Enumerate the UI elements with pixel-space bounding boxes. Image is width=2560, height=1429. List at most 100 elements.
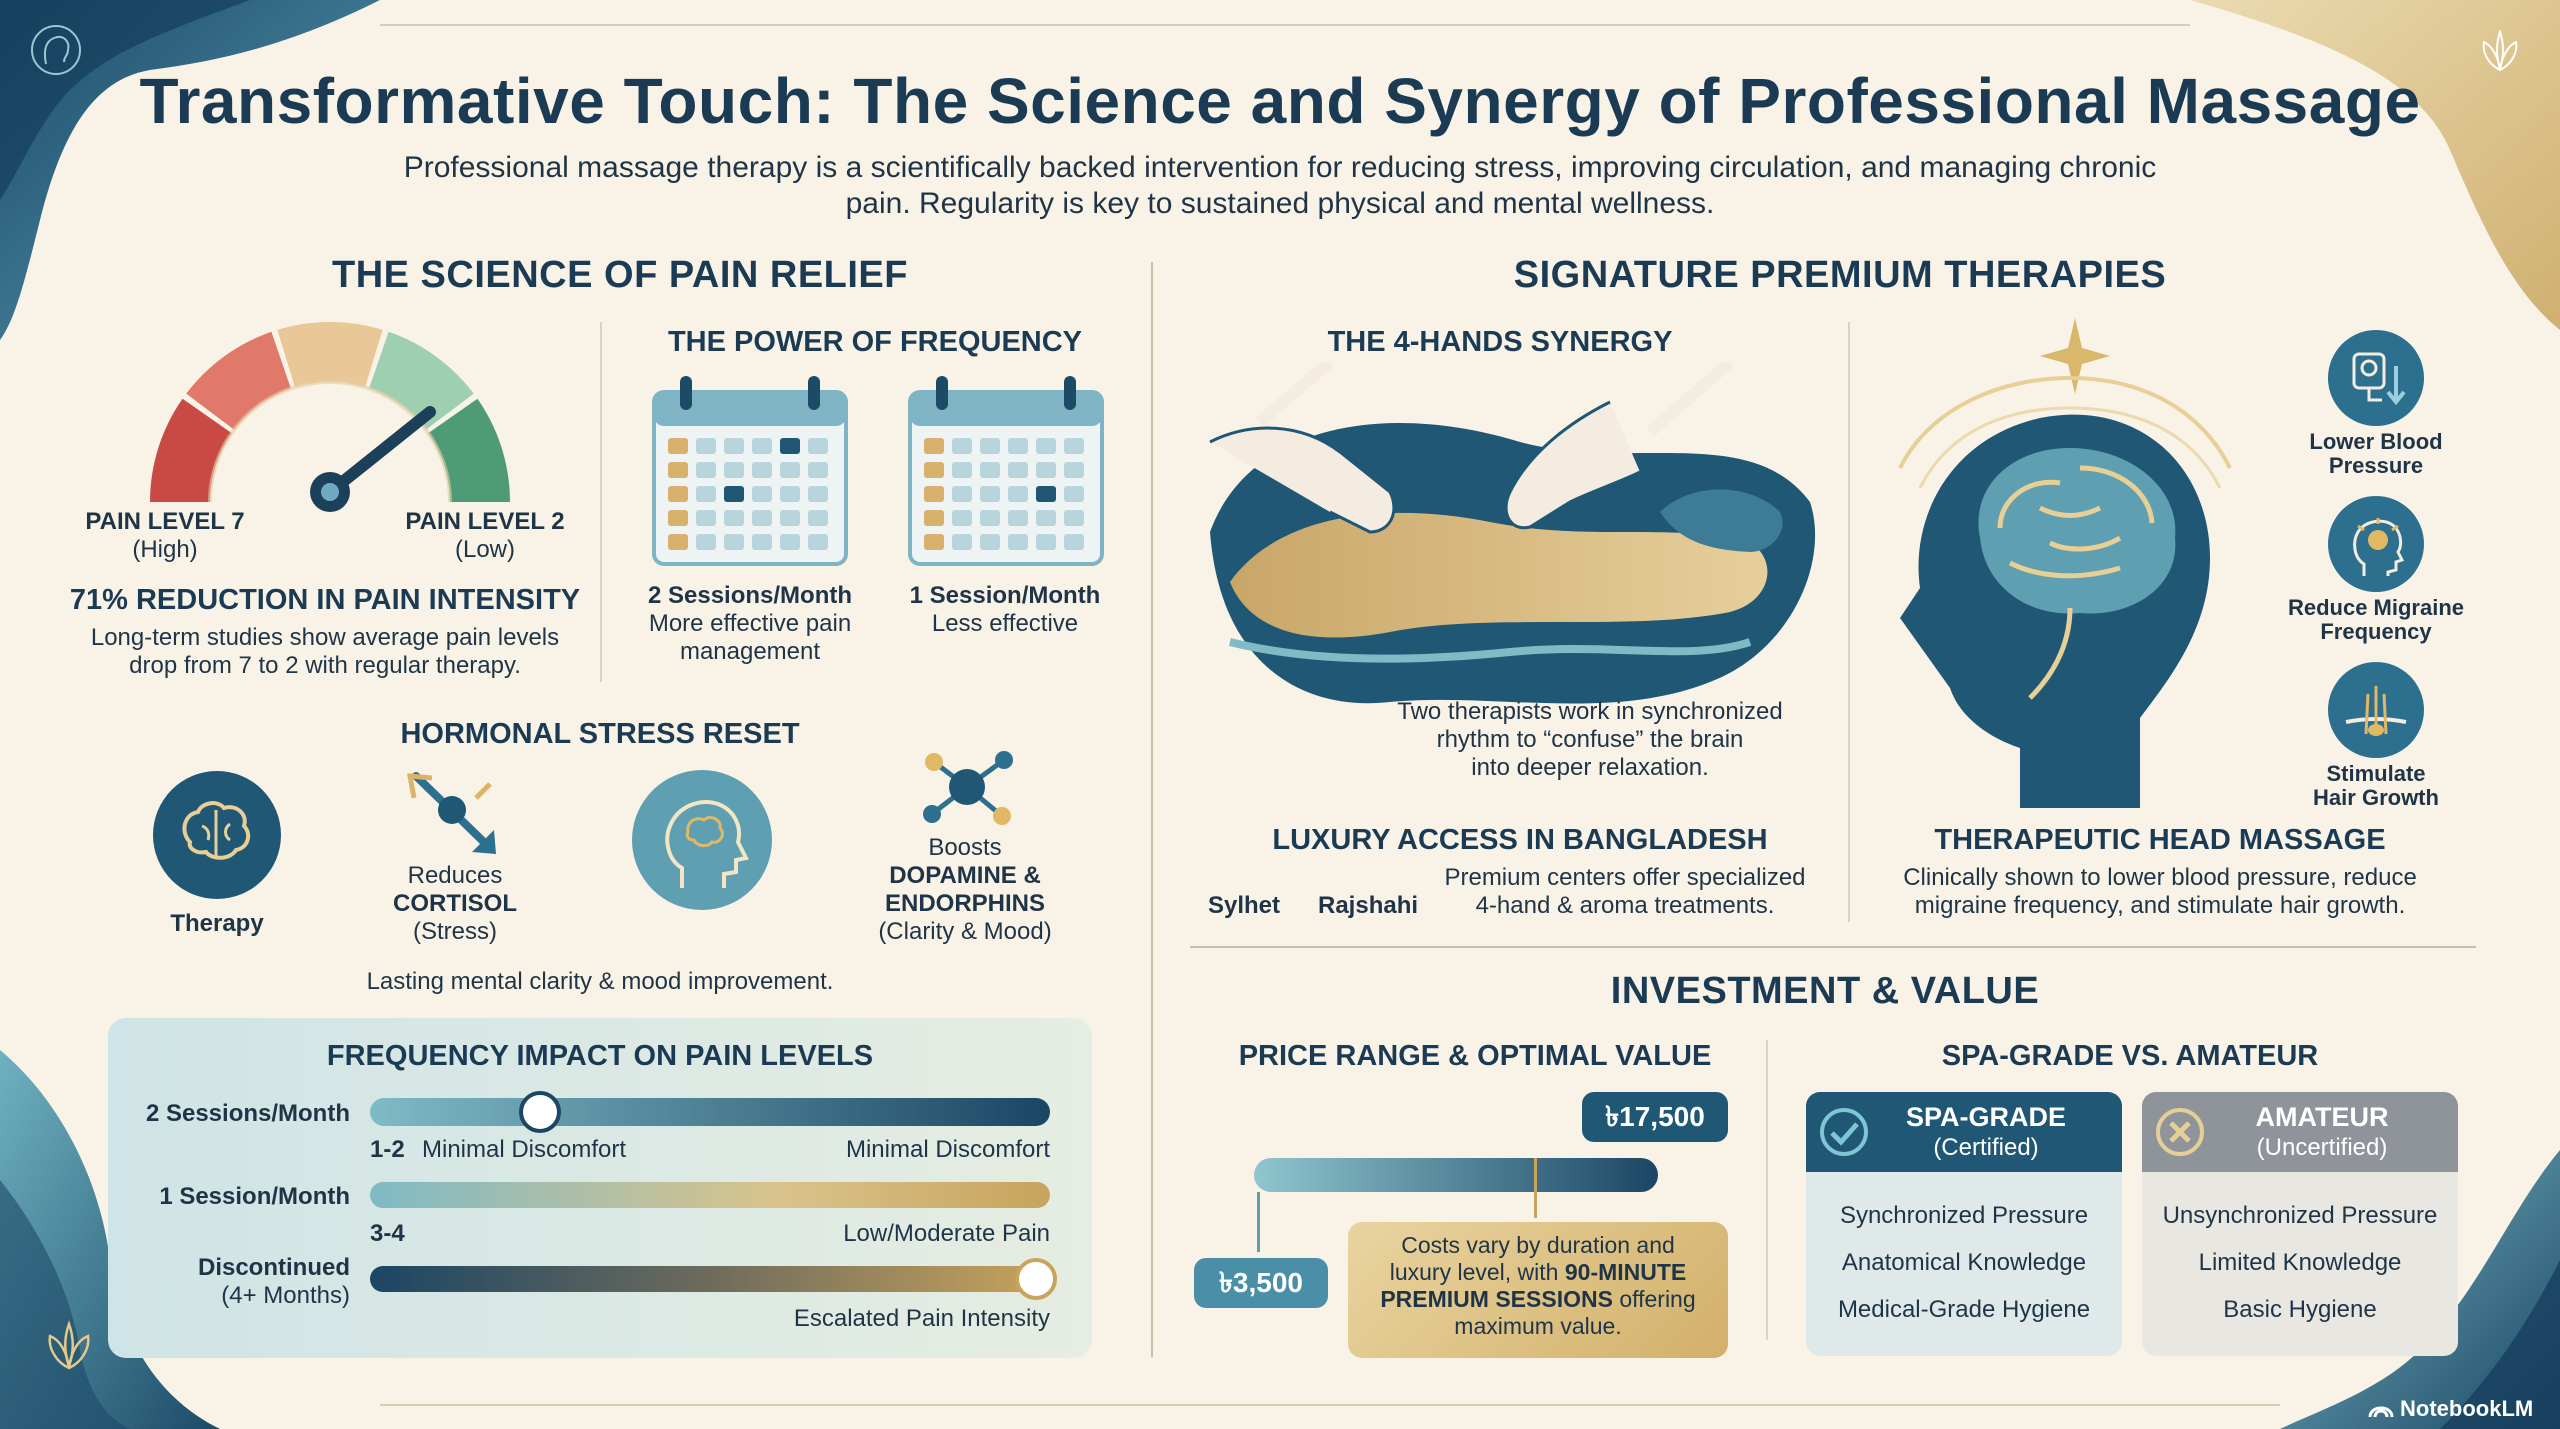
x-mark-icon: [2156, 1108, 2204, 1156]
impact-right-note: Escalated Pain Intensity: [793, 1305, 1050, 1332]
note-line: maximum value.: [1454, 1313, 1622, 1339]
head-clarity-icon: [632, 770, 772, 910]
desc-line: rhythm to “confuse” the brain: [1436, 726, 1744, 753]
impact-right-note: Low/Moderate Pain: [843, 1220, 1050, 1247]
amateur-card: AMATEUR (Uncertified) Unsynchronized Pre…: [2142, 1092, 2458, 1356]
calendar-day: [952, 510, 972, 526]
spa-grade-title: SPA-GRADE: [1905, 1102, 2066, 1132]
impact-bar-two-sessions: [370, 1098, 1050, 1126]
spa-grade-card: SPA-GRADE (Certified) Synchronized Press…: [1806, 1092, 2122, 1356]
calendar-day: [724, 438, 744, 454]
calendar-day: [924, 510, 944, 526]
gauge-high-label: PAIN LEVEL 7 (High): [60, 508, 270, 564]
value-note-box: Costs vary by duration and luxury level,…: [1348, 1222, 1728, 1358]
molecule-icon: [923, 751, 1013, 825]
calendar-day: [1064, 510, 1084, 526]
calendar-day: [780, 510, 800, 526]
migraine-icon: [2328, 496, 2424, 592]
calendar-day: [1064, 438, 1084, 454]
section-heading-frequency: THE POWER OF FREQUENCY: [667, 326, 1083, 358]
head-brain-illustration: [1898, 318, 2232, 808]
calendar-day: [980, 438, 1000, 454]
calendar-day: [668, 438, 688, 454]
calendar-day: [924, 534, 944, 550]
calendar-day: [924, 486, 944, 502]
city-label: Rajshahi: [1318, 892, 1419, 919]
benefit-line: Reduce Migraine: [2287, 595, 2465, 620]
impact-bar-discontinued: [370, 1266, 1050, 1292]
gauge-segment: [186, 331, 291, 430]
price-range-bar: [1254, 1158, 1658, 1192]
desc-line: 4-hand & aroma treatments.: [1475, 892, 1775, 919]
calendar-day: [952, 462, 972, 478]
max-price-tag: ৳17,500: [1582, 1092, 1728, 1142]
pain-gauge: [150, 322, 510, 512]
four-hands-massage-illustration: [1209, 362, 1816, 704]
benefit-label: Lower Blood Pressure: [2266, 430, 2486, 478]
calendar-day: [1008, 510, 1028, 526]
calendar-day: [980, 534, 1000, 550]
amateur-header: AMATEUR (Uncertified): [2142, 1092, 2458, 1172]
calendar-day: [1064, 486, 1084, 502]
impact-marker: [519, 1091, 561, 1133]
page-subtitle: Professional massage therapy is a scient…: [300, 150, 2260, 222]
calendar-day: [752, 438, 772, 454]
spa-item: Synchronized Pressure: [1839, 1202, 2089, 1229]
vertical-divider: [1151, 262, 1153, 1357]
calendar-day: [724, 486, 744, 502]
impact-row-label: Discontinued (4+ Months): [130, 1254, 350, 1310]
calendar-day: [1008, 534, 1028, 550]
blood-pressure-icon: [2328, 330, 2424, 426]
calendar-day: [924, 438, 944, 454]
optimal-value-marker: [1534, 1158, 1537, 1218]
benefit-label: Reduce Migraine Frequency: [2266, 596, 2486, 644]
calendar-day: [696, 438, 716, 454]
calendar-day: [980, 462, 1000, 478]
label-line: Discontinued: [197, 1254, 350, 1281]
amateur-item: Limited Knowledge: [2198, 1249, 2402, 1276]
calendar-day: [1064, 462, 1084, 478]
head-massage-heading: THERAPEUTIC HEAD MASSAGE: [1934, 824, 2386, 856]
notebooklm-logo-icon: [2368, 1406, 2394, 1418]
city-label: Sylhet: [1208, 892, 1281, 919]
spa-grade-header: SPA-GRADE (Certified): [1806, 1092, 2122, 1172]
gauge-segment: [369, 331, 474, 430]
calendar-day: [1036, 534, 1056, 550]
calendar-day: [952, 438, 972, 454]
calendar-day: [696, 534, 716, 550]
min-price-tag: ৳3,500: [1194, 1258, 1328, 1308]
calendar-day: [980, 486, 1000, 502]
calendar-day: [668, 462, 688, 478]
calendar-day: [752, 510, 772, 526]
cal1-desc: management: [679, 638, 821, 665]
desc-line: drop from 7 to 2 with regular therapy.: [129, 652, 521, 679]
calendar-day: [780, 462, 800, 478]
four-hands-heading: THE 4-HANDS SYNERGY: [1327, 326, 1673, 358]
dopamine-text: DOPAMINE &: [889, 862, 1041, 889]
cal1-caption: 2 Sessions/Month More effective pain man…: [620, 582, 880, 666]
hair-follicle-icon: [2328, 662, 2424, 758]
compare-heading: SPA-GRADE VS. AMATEUR: [1941, 1040, 2319, 1072]
gauge-low-sub: (Low): [454, 536, 515, 563]
calendar-day: [1036, 486, 1056, 502]
cal2-desc: Less effective: [931, 610, 1079, 637]
desc-line: into deeper relaxation.: [1471, 754, 1709, 781]
calendar-day: [724, 510, 744, 526]
spa-grade-sub: (Certified): [1933, 1134, 2039, 1161]
head-massage-desc: Clinically shown to lower blood pressure…: [1860, 864, 2460, 920]
amateur-item: Unsynchronized Pressure: [2162, 1202, 2438, 1229]
calendar-day: [1008, 438, 1028, 454]
impact-range: 1-2: [370, 1136, 405, 1163]
vertical-divider: [1766, 1040, 1768, 1340]
calendar-day: [1036, 462, 1056, 478]
gauge-low-text: PAIN LEVEL 2: [405, 508, 565, 535]
cortisol-text: CORTISOL: [393, 890, 517, 917]
calendar-day: [696, 510, 716, 526]
impact-marker: [1015, 1258, 1058, 1300]
desc-line: Two therapists work in synchronized: [1397, 698, 1783, 725]
impact-row-label: 1 Session/Month: [159, 1183, 350, 1210]
dopamine-caption: Boosts DOPAMINE & ENDORPHINS (Clarity & …: [845, 834, 1085, 946]
lotus-icon: [2482, 28, 2518, 72]
impact-right-note: Minimal Discomfort: [845, 1136, 1050, 1163]
